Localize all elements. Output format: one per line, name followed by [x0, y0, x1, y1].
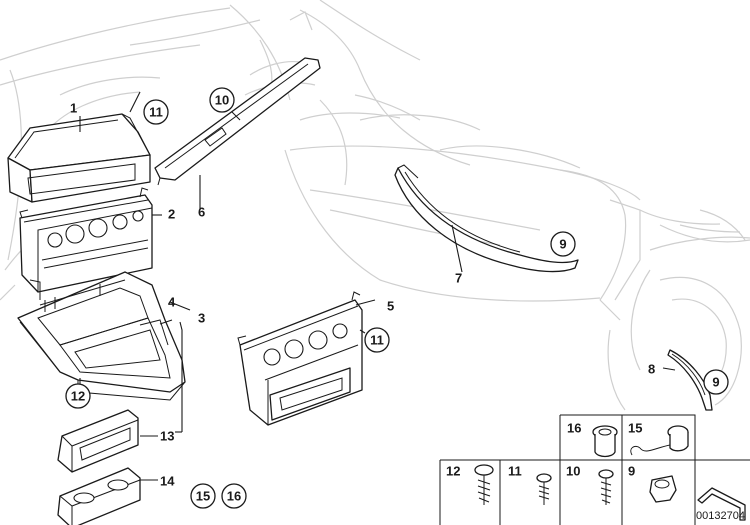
label-7: 7 — [455, 271, 462, 286]
part-13-tray — [57, 409, 139, 473]
part-14-tray — [57, 467, 141, 525]
label-circled-16: 16 — [227, 489, 241, 504]
label-fastener-10: 10 — [566, 464, 580, 479]
fastener-labels: 16 15 12 11 10 9 — [446, 421, 642, 479]
interior-outline — [0, 0, 750, 411]
part-5-rear-panel — [237, 291, 363, 426]
fasteners-box — [439, 414, 750, 525]
circle-12 — [65, 383, 91, 409]
circle-10 — [209, 87, 235, 113]
label-circled-10: 10 — [215, 93, 229, 108]
label-6: 6 — [198, 205, 205, 220]
circle-9a — [550, 231, 576, 257]
leader-lines — [79, 91, 710, 481]
part-6-dash-trim — [154, 57, 321, 186]
circle-11a — [143, 99, 169, 125]
circle-11b — [364, 327, 390, 353]
view-direction-icon — [697, 487, 746, 521]
label-4: 4 — [168, 295, 176, 310]
part-7-door-trim — [394, 164, 579, 273]
label-circled-11b: 11 — [370, 333, 384, 348]
label-13: 13 — [160, 429, 174, 444]
label-fastener-11: 11 — [508, 464, 522, 479]
part-1-display-bezel — [7, 113, 151, 203]
label-2: 2 — [168, 207, 175, 222]
circle-9b — [703, 369, 729, 395]
part-3-storage-console — [17, 271, 186, 401]
label-circled-9a: 9 — [559, 237, 566, 252]
part-8-rear-trim — [667, 349, 713, 411]
fastener-12-screw — [474, 464, 494, 505]
label-circled-15: 15 — [196, 489, 210, 504]
circle-15 — [190, 483, 216, 509]
part-2-center-panel — [19, 187, 153, 300]
label-fastener-9: 9 — [628, 464, 635, 479]
part-labels: 1 2 3 4 5 6 7 8 13 14 — [70, 101, 655, 489]
circled-labels: 11 10 11 9 9 12 15 16 — [65, 87, 729, 509]
label-fastener-12: 12 — [446, 464, 460, 479]
label-circled-9b: 9 — [712, 375, 719, 390]
label-circled-12: 12 — [71, 389, 85, 404]
fastener-15-socket — [630, 425, 689, 456]
label-circled-11a: 11 — [149, 105, 163, 120]
label-3: 3 — [198, 311, 205, 326]
fastener-9-clip — [649, 475, 677, 503]
label-5: 5 — [387, 299, 394, 314]
fastener-16-clip — [592, 425, 618, 458]
fastener-10-screw — [598, 469, 614, 505]
label-8: 8 — [648, 362, 655, 377]
label-1: 1 — [70, 101, 77, 116]
fastener-11-screw — [536, 473, 552, 505]
circle-16 — [221, 483, 247, 509]
reference-number: 00132704 — [696, 510, 745, 522]
label-fastener-16: 16 — [567, 421, 581, 436]
label-fastener-15: 15 — [628, 421, 642, 436]
label-14: 14 — [160, 474, 175, 489]
